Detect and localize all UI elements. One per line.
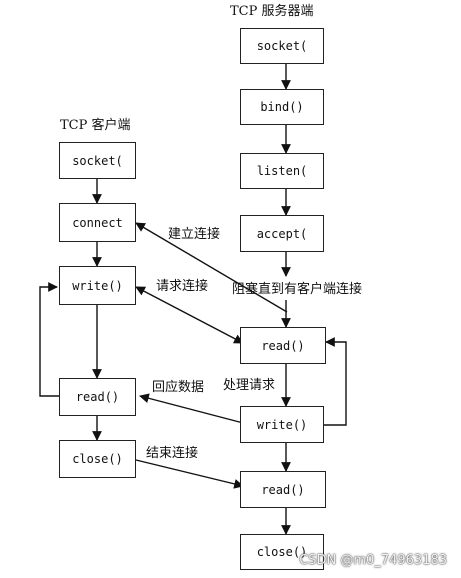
label-request-connection: 请求连接 [156,279,209,294]
label-end-connection: 结束连接 [146,446,199,461]
server-bind-box: bind() [240,89,324,125]
arrow-request-connection [135,286,244,344]
server-accept-box: accept( [240,215,324,252]
server-write-box: write() [240,406,324,443]
label-process-request: 处理请求 [223,378,276,393]
arrow-establish-connection [135,222,288,313]
arrow-client-loop [39,282,59,397]
server-close-box: close() [240,534,324,570]
server-socket-box: socket( [240,28,324,64]
client-write-box: write() [59,266,136,305]
label-block-until-connect: 阻塞直到有客户端连接 [232,282,363,297]
server-read-box: read() [240,327,326,364]
client-title: TCP 客户端 [60,118,131,133]
client-connect-box: connect [59,203,136,242]
client-close-box: close() [59,440,136,478]
label-establish-connection: 建立连接 [168,227,221,242]
arrow-server-loop [324,337,347,426]
server-title: TCP 服务器端 [230,4,314,19]
server-read2-box: read() [240,471,326,508]
arrow-end-connection [135,459,244,489]
server-listen-box: listen( [240,153,324,189]
watermark: CSDN @m0_74963183 [299,553,447,568]
client-read-box: read() [59,378,136,416]
label-reply-data: 回应数据 [152,380,205,395]
client-socket-box: socket( [59,142,136,179]
arrow-reply-data [139,393,248,425]
